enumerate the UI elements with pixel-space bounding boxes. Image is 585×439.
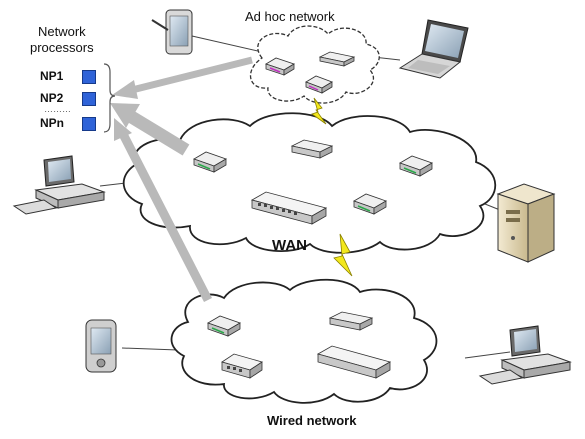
npn-box [82,117,96,131]
network-processors-label-line1: Network [38,24,86,39]
wan-switch-large [250,191,328,225]
adhoc-network-label: Ad hoc network [245,9,335,24]
wan-cloud [122,112,497,254]
lightning-adhoc-wan [311,97,327,125]
tablet-icon [151,9,193,55]
wan-router-bottom [353,193,387,215]
processor-bracket [103,63,116,133]
wired-network-label: Wired network [267,413,357,428]
arrow-adhoc [112,56,253,99]
wan-router-right [399,155,433,177]
lightning-wan-wired [333,233,353,277]
adhoc-router-2 [305,75,333,94]
laptop-icon [398,19,469,79]
arrows [110,56,253,303]
adhoc-router-1 [265,57,295,76]
adhoc-cloud [250,25,380,104]
desktop-pc-left-icon [12,155,106,215]
server-tower-icon [496,183,556,263]
wired-switch-top [328,311,374,331]
np1-box [82,70,96,84]
adhoc-switch-1 [318,51,356,67]
desktop-pc-right-icon [478,325,572,385]
arrow-wan [110,103,190,156]
np1-label: NP1 [40,69,64,83]
network-processors-label-line2: processors [30,40,94,55]
np2-label: NP2 [40,91,64,105]
wired-switch-small [221,353,263,379]
wired-switch-large [316,345,392,379]
npn-label: NPn [40,116,64,130]
processor-ellipsis: ……… [44,104,71,114]
wired-router-left [207,315,241,337]
wan-switch-top [290,139,334,159]
arrow-wired [114,118,213,303]
wan-router-left [193,151,227,173]
pda-icon [85,319,117,373]
np2-box [82,92,96,106]
wan-label: WAN [272,237,307,254]
